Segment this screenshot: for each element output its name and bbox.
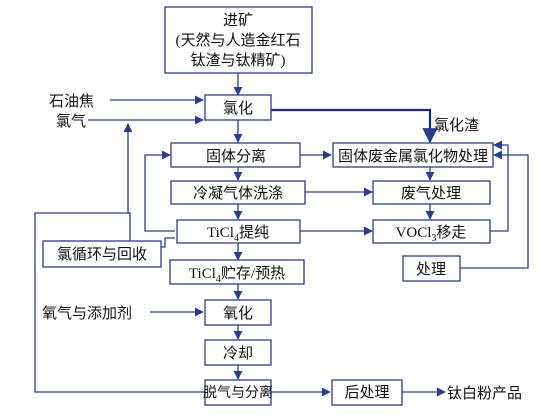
condensing-wash-box: 冷凝气体洗涤	[170, 180, 306, 205]
arrow-purify-to-recycle	[161, 237, 175, 248]
degas-separation-box: 脱气与分离	[203, 379, 273, 406]
ticl4-purify-main: TiCl	[207, 225, 234, 241]
treatment-box: 处理	[402, 255, 461, 282]
vocl3-box: VOCl3移走	[372, 219, 491, 244]
solid-separation-label: 固体分离	[206, 148, 266, 165]
ticl4-storage-box: TiCl4贮存/预热	[169, 259, 305, 285]
cooling-label: 冷却	[223, 345, 253, 362]
ore-input-line2: (天然与人造金红石	[176, 32, 301, 49]
degas-separation-label: 脱气与分离	[203, 384, 273, 401]
chlorination-label: 氯化	[223, 100, 253, 117]
waste-gas-box: 废气处理	[372, 180, 491, 205]
oxidation-box: 氧化	[204, 299, 272, 326]
chlorine-recycle-box: 氯循环与回收	[42, 240, 162, 268]
solid-waste-treatment-label: 固体废金属氯化物处理	[338, 148, 488, 165]
oxygen-additive-label: 氧气与添加剂	[42, 305, 132, 322]
ticl4-storage-main: TiCl	[189, 266, 216, 282]
oxidation-label: 氧化	[223, 305, 253, 322]
arrow-vocl3-loop-to-slag	[490, 140, 509, 232]
ticl4-purify-label: TiCl4提纯	[207, 224, 269, 244]
connectors	[34, 73, 529, 397]
arrow-degas-loop-to-recycle	[34, 212, 205, 393]
ore-input-line1: 进矿	[223, 12, 253, 29]
arrow-purify-loop-to-separation	[144, 150, 175, 232]
product-label: 钛白粉产品	[447, 385, 522, 402]
vocl3-sub: 3	[431, 233, 436, 244]
solid-separation-box: 固体分离	[170, 142, 301, 168]
post-treatment-label: 后处理	[344, 384, 389, 401]
chlorine-recycle-label: 氯循环与回收	[57, 246, 147, 263]
ticl4-purify-sub: 4	[234, 233, 239, 244]
arrow-recycle-to-chlorine	[123, 123, 133, 244]
vocl3-label: VOCl3移走	[396, 224, 467, 244]
ticl4-purify-tail: 提纯	[239, 224, 269, 241]
ticl4-purify-box: TiCl4提纯	[176, 219, 301, 244]
petroleum-coke-label: 石油焦	[49, 93, 94, 110]
ticl4-storage-label: TiCl4贮存/预热	[189, 265, 285, 285]
chlorine-gas-label: 氯气	[56, 113, 86, 130]
waste-gas-label: 废气处理	[401, 185, 461, 202]
condensing-wash-label: 冷凝气体洗涤	[193, 185, 283, 202]
cooling-box: 冷却	[204, 339, 272, 366]
solid-waste-treatment-box: 固体废金属氯化物处理	[332, 142, 494, 168]
ticl4-storage-tail: 贮存/预热	[221, 265, 285, 282]
chlorination-slag-label: 氯化渣	[434, 117, 479, 134]
ore-input-line3: 钛渣与钛精矿)	[191, 52, 286, 69]
ticl4-storage-sub: 4	[216, 274, 221, 285]
arrow-chlorination-to-slag-treatment	[271, 108, 438, 144]
treatment-label: 处理	[416, 261, 446, 278]
chlorination-box: 氯化	[204, 94, 272, 121]
post-treatment-box: 后处理	[331, 379, 403, 406]
vocl3-tail: 移走	[436, 224, 466, 241]
vocl3-main: VOCl	[396, 225, 432, 241]
arrow-treatment-loop-to-slag	[460, 150, 529, 269]
ore-input-box: 进矿 (天然与人造金红石 钛渣与钛精矿)	[164, 6, 313, 74]
